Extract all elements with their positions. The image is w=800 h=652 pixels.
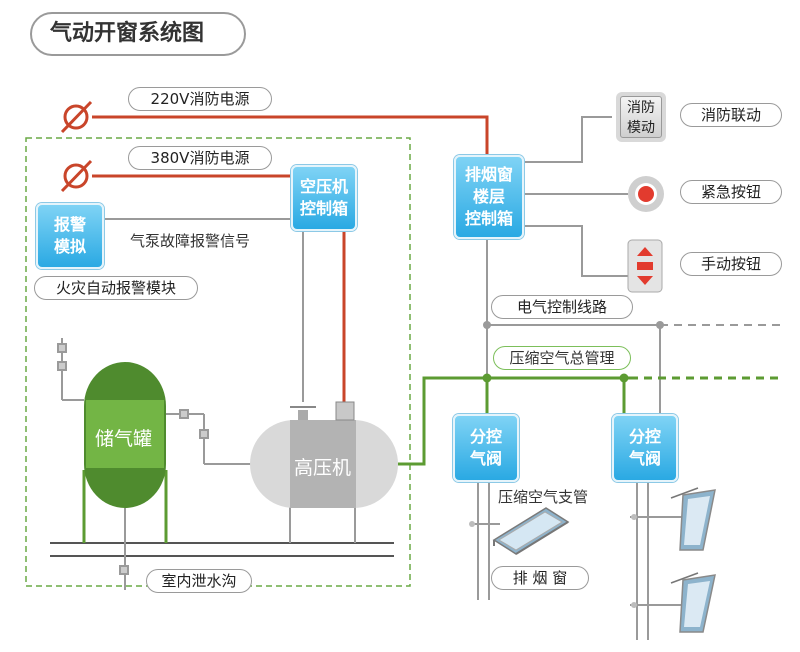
elec-control-line-label: 电气控制线路 xyxy=(491,295,633,319)
power-line-220v xyxy=(92,115,489,160)
branch-valve-left: 分控 气阀 xyxy=(453,414,519,482)
compressor-label: 高压机 xyxy=(294,457,352,479)
manual-line xyxy=(520,225,628,277)
smoke-window-wall-icon-1 xyxy=(670,487,716,551)
fault-signal-label: 气泵故障报警信号 xyxy=(130,232,251,250)
manual-button-label: 手动按钮 xyxy=(680,252,782,276)
fire-link-module-icon: 消防 模动 xyxy=(616,92,666,142)
power-220v-label: 220V消防电源 xyxy=(128,87,272,111)
drain-label: 室内泄水沟 xyxy=(146,569,252,593)
air-branch-label: 压缩空气支管 xyxy=(498,488,589,506)
floor-control-box: 排烟窗 楼层 控制箱 xyxy=(454,155,524,239)
page-title: 气动开窗系统图 xyxy=(30,12,246,56)
storage-tank xyxy=(82,362,168,590)
smoke-window-wall-icon-2 xyxy=(670,572,716,633)
power-380v-label: 380V消防电源 xyxy=(128,146,272,170)
alarm-simulation-box: 报警 模拟 xyxy=(36,203,104,269)
tank-label: 储气罐 xyxy=(95,428,153,450)
manual-button-icon xyxy=(627,239,663,293)
emergency-button-label: 紧急按钮 xyxy=(680,180,782,204)
fire-link-label: 消防联动 xyxy=(680,103,782,127)
fire-alarm-module-label: 火灾自动报警模块 xyxy=(34,276,198,300)
air-main-label: 压缩空气总管理 xyxy=(493,346,631,370)
fire-link-module-text: 消防 模动 xyxy=(620,96,662,138)
air-main-pipe xyxy=(398,376,630,466)
tank-valve-icon xyxy=(57,338,252,575)
compressor xyxy=(250,401,398,543)
smoke-window-label: 排 烟 窗 xyxy=(491,566,589,590)
fire-link-line xyxy=(520,116,612,163)
branch-valve-right: 分控 气阀 xyxy=(612,414,678,482)
emergency-button-icon xyxy=(628,176,664,212)
smoke-window-flat-icon xyxy=(492,507,570,555)
breaker-220v-icon xyxy=(60,100,93,134)
compressor-control-box: 空压机 控制箱 xyxy=(291,165,357,231)
breaker-380v-icon xyxy=(60,159,93,193)
